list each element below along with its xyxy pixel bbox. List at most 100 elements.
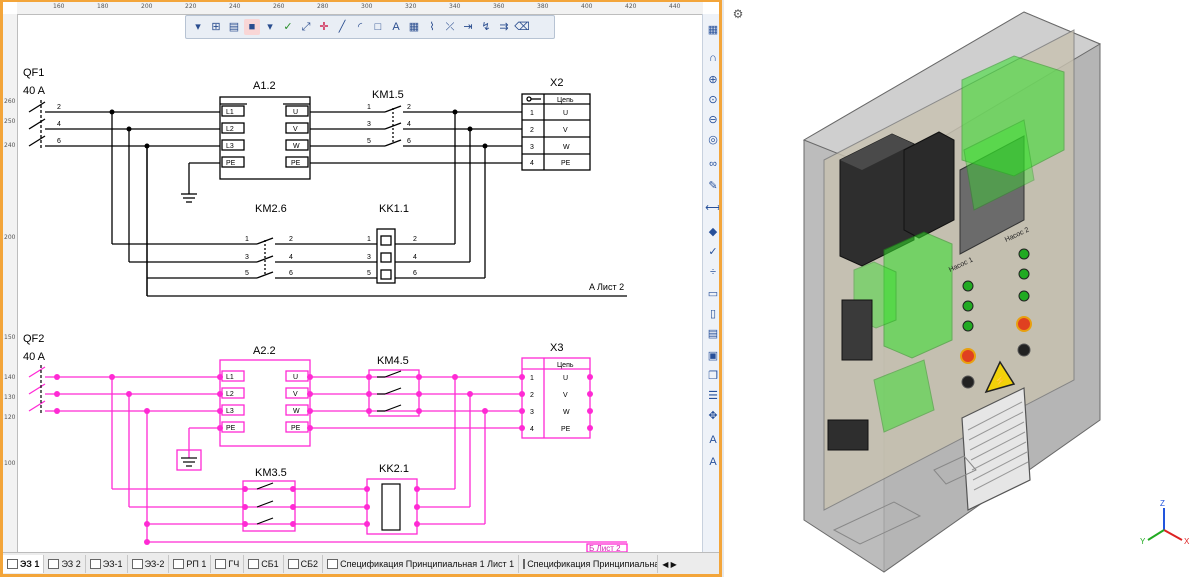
component-icon[interactable]: ▣	[707, 350, 719, 362]
sheet-icon	[131, 559, 143, 569]
bus-icon[interactable]: ⇉	[499, 21, 509, 33]
pin-num: 1	[367, 104, 371, 111]
list-icon[interactable]: ☰	[708, 390, 718, 402]
font-large-icon[interactable]: A	[709, 434, 717, 446]
tab-spec-2[interactable]: Спецификация Принципиальна	[519, 555, 659, 573]
pin-num: 2	[289, 236, 293, 243]
ruler-tick: 300	[361, 3, 373, 10]
km45-label: KM4.5	[377, 355, 409, 367]
line-icon[interactable]: ╱	[338, 21, 346, 33]
cube-check-icon[interactable]: ◆	[708, 226, 718, 238]
lightning-icon: ⚡	[994, 374, 1006, 387]
tab-sheet-ez-1[interactable]: ЭЗ-1	[86, 555, 128, 573]
x3-num-3: 3	[530, 409, 534, 416]
pin-num: 6	[289, 270, 293, 277]
x2-val-2: V	[563, 127, 568, 134]
3d-view-window[interactable]: ⚙	[724, 0, 1200, 577]
magnet-icon[interactable]: ∩	[709, 52, 717, 64]
pin-num: 2	[57, 104, 61, 111]
schematic-drawing[interactable]: QF1 40 A A1.2 KM1.5 X2 KM2.6 KK1.1 A Лис…	[17, 14, 703, 552]
a22-pin-l2: L2	[226, 391, 234, 398]
svg-text:Z: Z	[1160, 499, 1165, 508]
a22-pin-pe: PE	[226, 425, 236, 432]
right-toolbar: ▦ ∩ ⊕ ⊙ ⊖ ◎ ∞ ✎ ⟷ ◆ ✓ ÷ ▭ ▯ ▤ ▣ ❐ ☰ ✥ A …	[702, 14, 719, 552]
pin-num: 4	[413, 254, 417, 261]
zoom-all-icon[interactable]: ◎	[708, 134, 718, 146]
tab-sheet-ez2[interactable]: ЭЗ 2	[44, 555, 86, 573]
point-icon[interactable]: ✛	[319, 21, 329, 33]
ruler-tick: 160	[53, 3, 65, 10]
jump-icon[interactable]: ↯	[481, 21, 491, 33]
zoom-in-icon[interactable]: ⊕	[708, 74, 718, 86]
tab-sheet-ez1[interactable]: ЭЗ 1	[3, 555, 45, 573]
x2-val-1: U	[563, 110, 568, 117]
ruler-tick: 220	[185, 3, 197, 10]
wire-icon[interactable]: ⌇	[429, 21, 435, 33]
view-settings-icon[interactable]: ⚙	[732, 7, 744, 21]
tab-spec-1[interactable]: Спецификация Принципиальная 1 Лист 1	[323, 555, 520, 573]
delete-icon[interactable]: ⌫	[514, 21, 530, 33]
qf1-label: QF1	[23, 67, 44, 79]
text-frame-icon[interactable]: ▭	[707, 288, 719, 300]
grid-icon[interactable]: ▦	[707, 24, 719, 36]
a12-pin-pe: PE	[226, 160, 236, 167]
pencil-icon[interactable]: ✎	[708, 180, 718, 192]
junctions-1	[109, 109, 488, 149]
rectangle-icon[interactable]: □	[374, 21, 382, 33]
pin-num: 5	[245, 270, 249, 277]
tab-sheet-sb1[interactable]: СБ1	[244, 555, 284, 573]
filter-icon[interactable]: ⊞	[211, 21, 221, 33]
a12-pin-l1: L1	[226, 109, 234, 116]
spec-icon	[523, 559, 526, 569]
sheet-ref-2[interactable]: Б Лист 2	[589, 544, 621, 552]
a22-pin-l3: L3	[226, 408, 234, 415]
kk21-label: KK2.1	[379, 463, 409, 475]
schematic-canvas[interactable]: 160 180 200 220 240 260 280 300 320 340 …	[3, 2, 719, 574]
zoom-window-icon[interactable]: ⊙	[708, 94, 718, 106]
tab-label: ЭЗ 1	[20, 559, 40, 569]
zoom-out-icon[interactable]: ⊖	[708, 114, 718, 126]
dropdown-icon[interactable]: ▾	[267, 21, 273, 33]
glasses-icon[interactable]: ∞	[709, 158, 717, 170]
pin-num: 6	[407, 138, 411, 145]
arc-icon[interactable]: ◜	[357, 21, 363, 33]
move-icon[interactable]: ✥	[708, 410, 718, 422]
ruler-tick: 180	[97, 3, 109, 10]
highlight-icon[interactable]: ■	[244, 19, 260, 35]
font-small-icon[interactable]: A	[709, 456, 717, 468]
x3-val-3: W	[563, 409, 570, 416]
copy-icon[interactable]: ❐	[708, 370, 718, 382]
circuit-2-selected[interactable]	[28, 357, 628, 552]
wire-cross-icon[interactable]: ⤫	[445, 21, 455, 33]
qf2-label: QF2	[23, 333, 44, 345]
ruler-tick: 260	[273, 3, 285, 10]
accept-icon[interactable]: ✓	[283, 21, 293, 33]
note-icon[interactable]: ▤	[707, 328, 719, 340]
tab-sheet-sb2[interactable]: СБ2	[284, 555, 324, 573]
a22-out-v: V	[293, 391, 298, 398]
a12-out-v: V	[293, 126, 298, 133]
tab-sheet-rp1[interactable]: РП 1	[169, 555, 212, 573]
tab-sheet-gch[interactable]: ГЧ	[211, 555, 245, 573]
tab-label: ГЧ	[228, 559, 240, 569]
table-icon[interactable]: ▦	[408, 21, 420, 33]
tab-scroll[interactable]: ◀ ▶	[662, 559, 677, 569]
tab-sheet-ez-2[interactable]: ЭЗ-2	[128, 555, 170, 573]
text-icon[interactable]: A	[392, 21, 400, 33]
kk11-label: KK1.1	[379, 203, 409, 215]
a12-out-u: U	[293, 109, 298, 116]
a22-out-u: U	[293, 374, 298, 381]
divide-icon[interactable]: ÷	[709, 266, 717, 278]
km35-label: KM3.5	[255, 467, 287, 479]
layers-icon[interactable]: ▤	[228, 21, 240, 33]
ruler-tick: 150	[4, 334, 16, 341]
break-icon[interactable]: ⇥	[463, 21, 473, 33]
connect-icon[interactable]: ⤢	[301, 21, 311, 33]
sheet-icon	[7, 559, 18, 569]
sheet-tab-bar: ЭЗ 1 ЭЗ 2 ЭЗ-1 ЭЗ-2 РП 1 ГЧ СБ1 СБ2 Спец…	[3, 552, 719, 574]
check-icon[interactable]: ✓	[708, 246, 718, 258]
cabinet-3d-model[interactable]: Насос 1 Насос 2 ⚡ Z X Y	[724, 0, 1200, 577]
frame-icon[interactable]: ▯	[709, 308, 717, 320]
select-icon[interactable]: ▾	[195, 21, 201, 33]
measure-icon[interactable]: ⟷	[705, 202, 719, 214]
